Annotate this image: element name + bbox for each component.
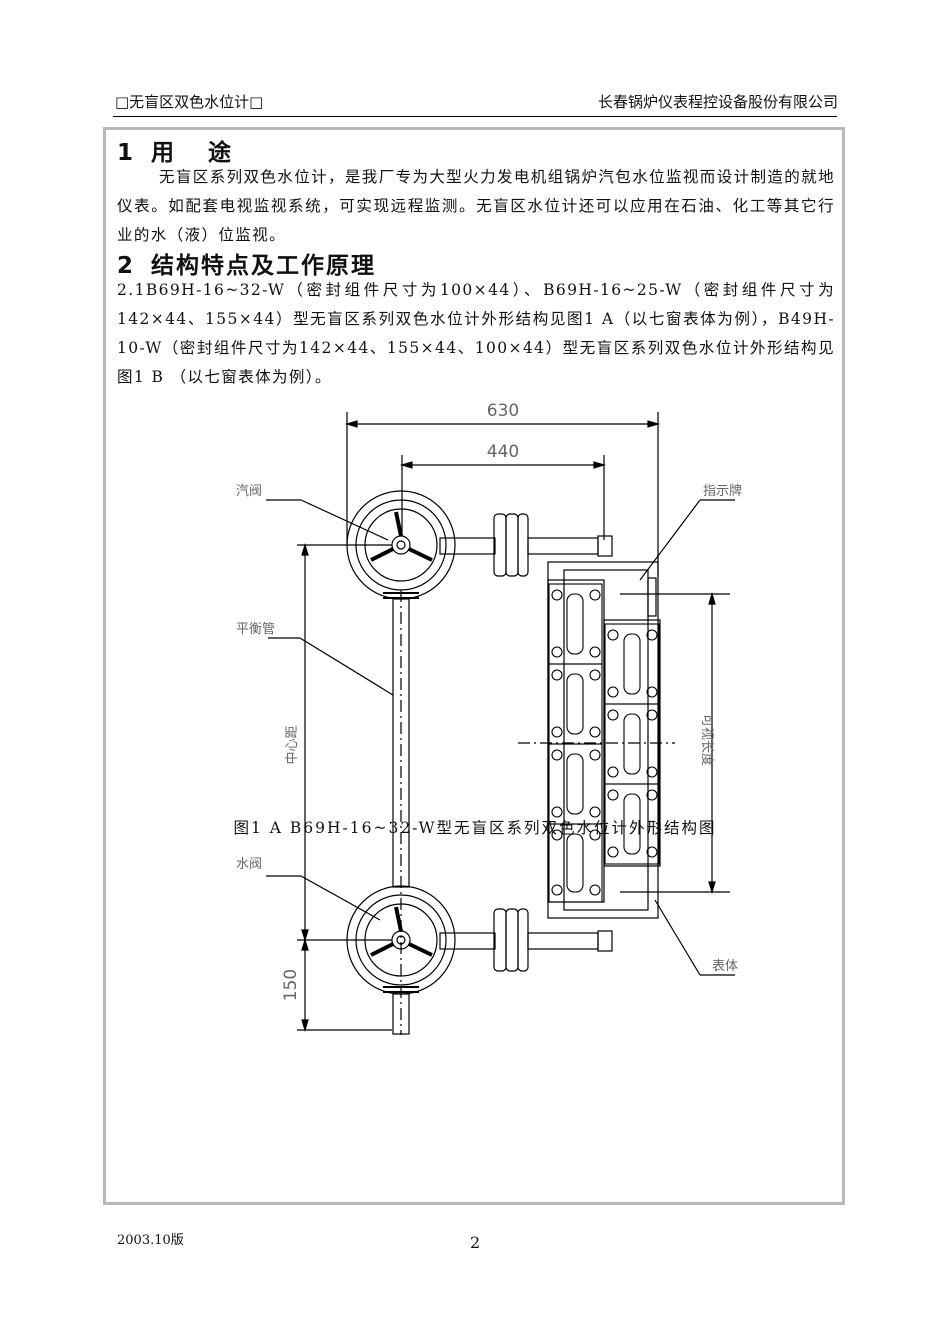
label-indicator-plate: 指示牌: [703, 483, 742, 499]
header-company-name: 长春锅炉仪表程控设备股份有限公司: [597, 93, 838, 111]
footer-version-date: 2003.10版: [117, 1233, 184, 1248]
gauge-windows: [548, 583, 660, 903]
page-number: 2: [470, 1233, 481, 1252]
dim-bottom-offset: 150: [281, 969, 301, 1001]
dim-center-distance: 中心距: [285, 725, 300, 764]
content-frame: [103, 127, 845, 1205]
section-1-heading: 1 用途: [117, 133, 265, 167]
section-1-title: 用途: [151, 140, 266, 166]
header-rule: [113, 116, 837, 117]
section-2-paragraph: 2.1B69H-16~32-W（密封组件尺寸为100×44）、B69H-16~2…: [117, 281, 835, 386]
section-2-heading: 2 结构特点及工作原理: [117, 246, 376, 280]
label-water-valve: 水阀: [236, 857, 262, 872]
header-left-title: □无盲区双色水位计□: [115, 93, 264, 111]
label-steam-valve: 汽阀: [236, 484, 262, 499]
dim-visible-length: 可视长度: [699, 714, 715, 766]
figure-caption: 图1 A B69H-16~32-W型无盲区系列双色水位计外形结构图: [233, 819, 717, 837]
dim-center-width: 440: [487, 442, 519, 462]
label-balance-pipe: 平衡管: [236, 622, 275, 637]
section-1-paragraph: 无盲区系列双色水位计，是我厂专为大型火力发电机组锅炉汽包水位监视而设计制造的就地…: [117, 168, 836, 244]
section-2-title: 结构特点及工作原理: [151, 253, 377, 279]
section-2-number: 2: [117, 253, 136, 279]
section-1-number: 1: [117, 140, 136, 166]
dim-overall-width: 630: [487, 401, 519, 421]
label-gauge-body: 表体: [712, 959, 738, 974]
